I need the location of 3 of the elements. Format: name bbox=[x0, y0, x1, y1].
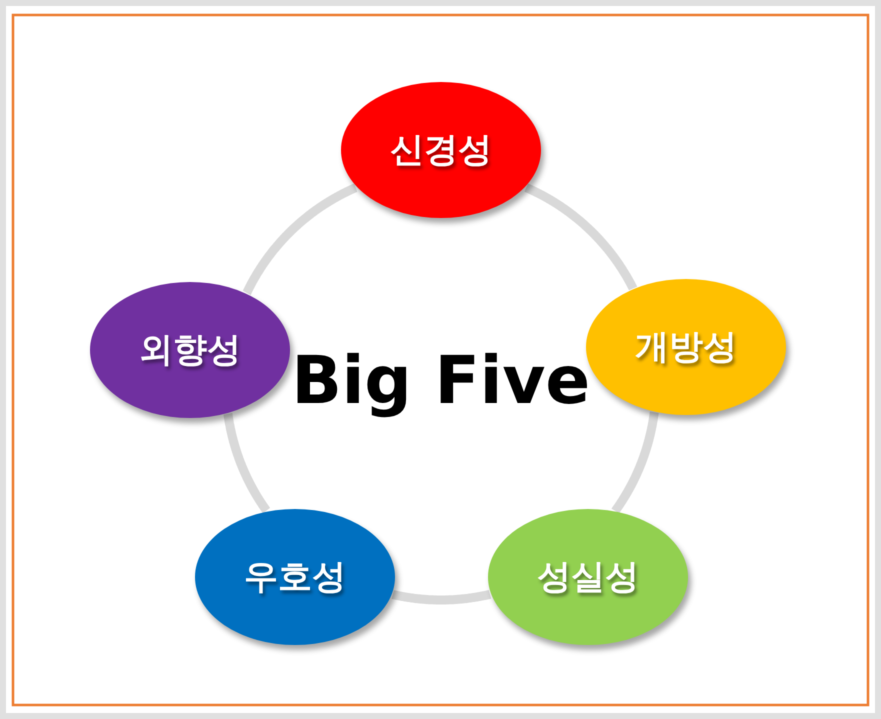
ring-arc bbox=[522, 183, 638, 292]
ring-arc bbox=[242, 184, 360, 297]
ring-arc bbox=[388, 590, 494, 604]
